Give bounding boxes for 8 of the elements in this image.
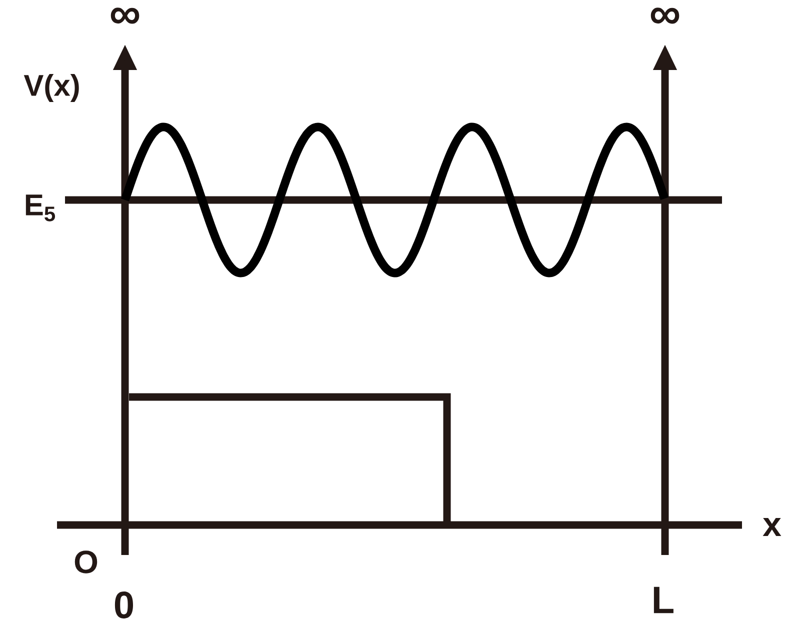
energy-label: E$_{5}$ — [26, 194, 56, 222]
infinity-label: ∞ — [650, 8, 680, 24]
tick-label: L — [654, 586, 674, 614]
tick-label: 0 — [114, 592, 134, 618]
origin-label: O — [74, 550, 98, 574]
axis-label: x — [762, 518, 782, 536]
axis-label: V(x) — [24, 74, 79, 102]
infinity-label: ∞ — [110, 8, 140, 24]
